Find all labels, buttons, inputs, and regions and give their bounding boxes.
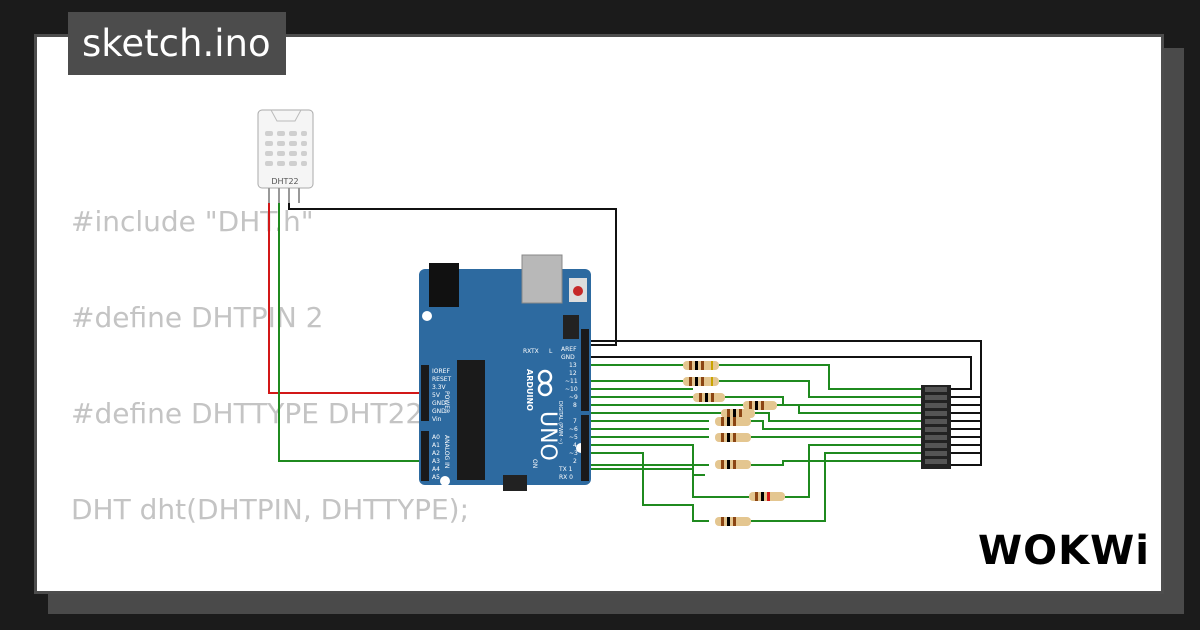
resistor[interactable] (749, 492, 785, 501)
led-bar-connector[interactable] (921, 385, 951, 469)
pin-ioref: IOREF (432, 368, 450, 375)
pin-5v: 5V (432, 392, 441, 399)
pin-9: ~9 (569, 394, 578, 401)
resistor[interactable] (715, 433, 751, 442)
led-l: L (549, 348, 553, 355)
code-line-include: #include "DHT.h" (71, 205, 314, 238)
pin-aref: AREF (561, 346, 577, 353)
pin-a3: A3 (432, 458, 440, 465)
pin-vin: Vin (432, 416, 442, 423)
power-header-label: POWER (443, 391, 450, 413)
resistor[interactable] (683, 377, 719, 386)
resistor[interactable] (683, 361, 719, 370)
power-jack (429, 263, 459, 307)
file-tab[interactable]: sketch.ino (68, 12, 286, 75)
wire-dht-vcc (268, 183, 428, 394)
analog-header (421, 431, 429, 481)
diagram-card: #include "DHT.h" #define DHTPIN 2 #defin… (34, 34, 1164, 594)
wire-gnd-bus-2 (587, 356, 972, 390)
wires (268, 183, 982, 522)
led-tx: TX (530, 348, 539, 355)
pin-a0: A0 (432, 434, 440, 441)
arduino-uno-board[interactable]: IOREF RESET 3.3V 5V GND GND Vin A0 A1 A2… (419, 254, 591, 491)
resistor[interactable] (743, 401, 777, 410)
pin-a2: A2 (432, 450, 440, 457)
resistor[interactable] (715, 417, 751, 426)
pin-a4: A4 (432, 466, 440, 473)
pin-3: ~3 (569, 450, 578, 457)
resistors (683, 361, 785, 526)
power-header (421, 365, 429, 421)
analog-header-label: ANALOG IN (443, 435, 450, 468)
atmega-chip (457, 360, 485, 480)
on-led-label: ON (531, 459, 538, 468)
arduino-infinity-icon (537, 369, 553, 397)
pin-gnd-2: GND (432, 408, 446, 415)
circuit-diagram: DHT22 IOREF RESET 3.3V 5V GND (257, 109, 982, 526)
pin-10: ~10 (565, 386, 578, 393)
resistor[interactable] (715, 460, 751, 469)
pin-11: ~11 (565, 378, 578, 385)
reset-button[interactable] (573, 286, 583, 296)
digital-header-high (581, 329, 589, 411)
board-name: UNO (535, 411, 560, 461)
led-rx: RX (523, 348, 531, 355)
usb-port (521, 254, 563, 304)
pin-12: 12 (569, 370, 577, 377)
pin-reset: RESET (432, 376, 452, 383)
pin-7: 7 (573, 418, 577, 425)
pin-5: ~5 (569, 434, 578, 441)
board-brand: ARDUINO (525, 369, 534, 411)
pin-3v3: 3.3V (432, 384, 447, 391)
dht22-label: DHT22 (271, 177, 298, 186)
icsp-header (563, 315, 579, 339)
pin-13: 13 (569, 362, 577, 369)
pin-6: ~6 (569, 426, 578, 433)
pin-tx1: TX 1 (558, 466, 573, 473)
digital-header-label: DIGITAL (PWM ~) (557, 401, 563, 444)
pin-8: 8 (573, 402, 577, 409)
dht22-sensor[interactable]: DHT22 (257, 109, 314, 203)
digital-header-low (581, 415, 589, 481)
pin-2: 2 (573, 458, 577, 465)
code-line-dht-object: DHT dht(DHTPIN, DHTTYPE); (71, 493, 470, 526)
pin-rx0: RX 0 (559, 474, 573, 481)
resistor[interactable] (715, 517, 751, 526)
resistor[interactable] (721, 409, 755, 418)
pin-gnd-d: GND (561, 354, 575, 361)
pin-4: 4 (573, 442, 577, 449)
pin-a5: A5 (432, 474, 440, 481)
resistor[interactable] (693, 393, 725, 402)
pin-a1: A1 (432, 442, 440, 449)
code-line-define-type: #define DHTTYPE DHT22 (71, 397, 424, 430)
pin-gnd-1: GND (432, 400, 446, 407)
wokwi-logo: WOKWi (978, 528, 1150, 574)
